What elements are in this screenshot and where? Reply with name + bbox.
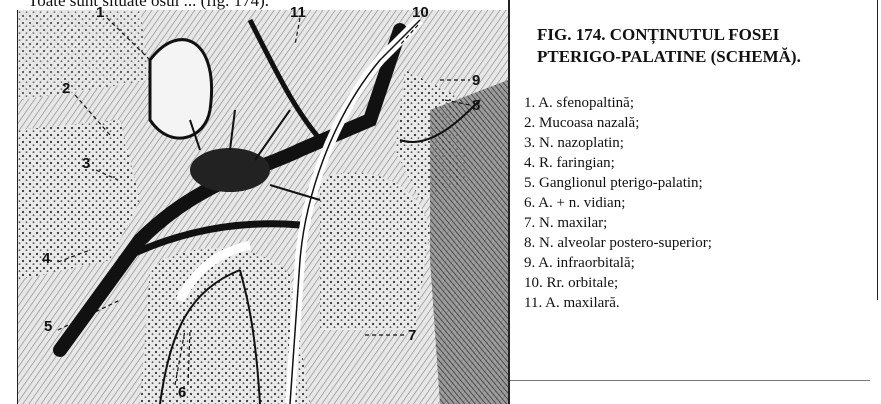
callout-11: 11 xyxy=(290,4,306,21)
legend-item: 8. N. alveolar postero-superior; xyxy=(524,233,712,253)
legend-item: 11. A. maxilară. xyxy=(524,293,712,313)
callout-6: 6 xyxy=(178,384,186,401)
figure-title-line-1: FIG. 174. CONȚINUTUL FOSEI xyxy=(537,24,867,46)
callout-10: 10 xyxy=(412,4,429,21)
callout-3: 3 xyxy=(82,155,90,172)
legend-item: 6. A. + n. vidian; xyxy=(524,193,712,213)
sinus-outline xyxy=(150,40,212,139)
callout-2: 2 xyxy=(62,80,70,97)
legend-item: 4. R. faringian; xyxy=(524,153,712,173)
legend-item: 3. N. nazoplatin; xyxy=(524,133,712,153)
figure-legend: 1. A. sfenopaltină; 2. Mucoasa nazală; 3… xyxy=(524,93,712,313)
dark-soft-tissue-right xyxy=(430,80,508,404)
callout-5: 5 xyxy=(44,318,52,335)
callout-8: 8 xyxy=(472,97,480,114)
legend-item: 9. A. infraorbitală; xyxy=(524,253,712,273)
callout-4: 4 xyxy=(42,250,50,267)
legend-item: 1. A. sfenopaltină; xyxy=(524,93,712,113)
legend-item: 2. Mucoasa nazală; xyxy=(524,113,712,133)
callout-1: 1 xyxy=(96,4,104,21)
legend-item: 5. Ganglionul pterigo-palatin; xyxy=(524,173,712,193)
dotted-bone-bottom xyxy=(140,248,310,404)
figure-title-line-2: PTERIGO-PALATINE (SCHEMĂ). xyxy=(537,46,867,68)
callout-9: 9 xyxy=(472,72,480,89)
legend-item: 10. Rr. orbitale; xyxy=(524,273,712,293)
figure-title: FIG. 174. CONȚINUTUL FOSEI PTERIGO-PALAT… xyxy=(537,24,867,68)
callout-7: 7 xyxy=(408,327,416,344)
legend-item: 7. N. maxilar; xyxy=(524,213,712,233)
